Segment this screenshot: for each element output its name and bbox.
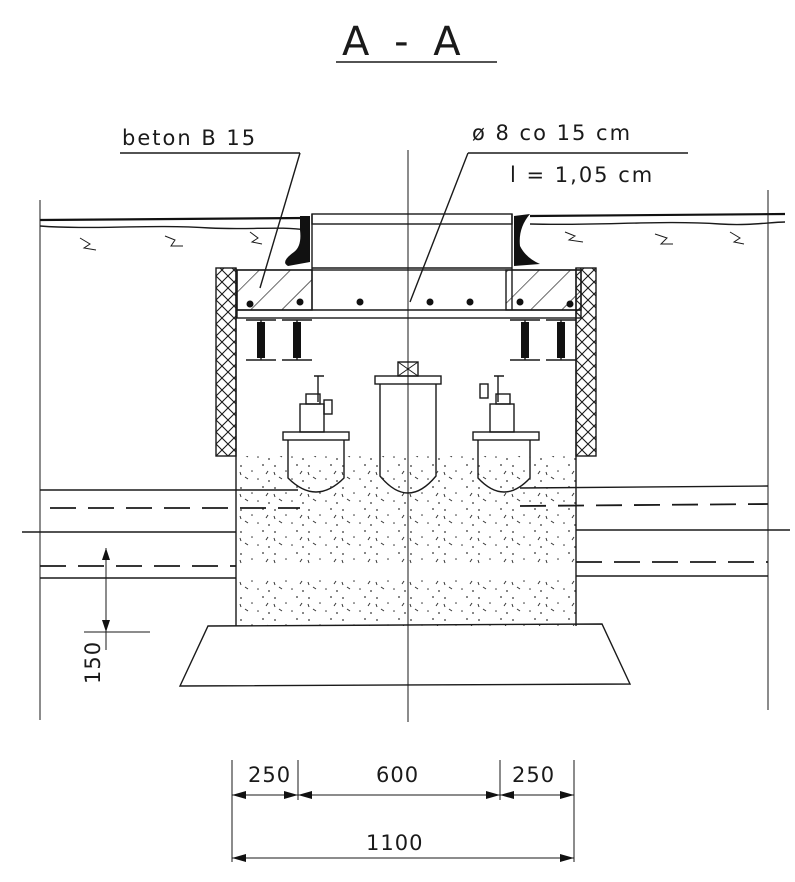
road-surface: [39, 190, 786, 720]
dimension-150: 150: [81, 641, 105, 684]
dimension-right: 250: [512, 763, 555, 787]
trench-lines: [22, 456, 790, 626]
rebar-leader-line: [409, 152, 469, 303]
steel-beams: [246, 319, 576, 361]
concrete-leader-line: [259, 152, 301, 289]
gravel-fill: [236, 456, 576, 626]
foundation-block: [178, 623, 632, 687]
side-walls: [215, 267, 597, 457]
concrete-note: beton B 15: [122, 126, 257, 150]
horizontal-dimensions: 250 600 250 1100: [231, 760, 575, 862]
dimension-total: 1100: [366, 831, 423, 855]
dimension-middle: 600: [376, 763, 419, 787]
concrete-slab: [236, 269, 582, 319]
rebar-note-line1: ø 8 co 15 cm: [472, 121, 632, 145]
dimension-left: 250: [248, 763, 291, 787]
rebar-note-line2: l = 1,05 cm: [510, 163, 654, 187]
section-title: A - A: [342, 19, 467, 65]
vertical-dimension: 150: [81, 548, 150, 684]
grate-frame: [285, 213, 540, 310]
